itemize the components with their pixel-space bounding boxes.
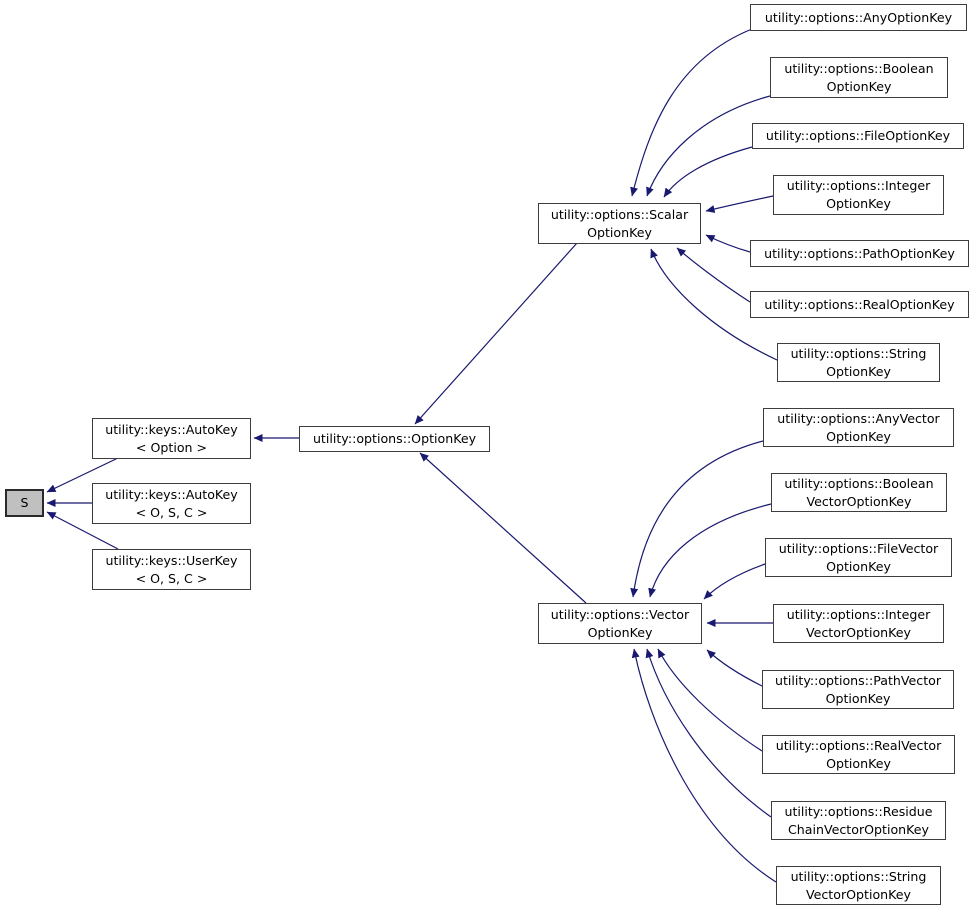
node-label: utility::options::FileVector: [778, 540, 939, 556]
node-label-2: OptionKey: [826, 755, 891, 771]
node-label-2: < O, S, C >: [135, 504, 208, 520]
node-label-2: < O, S, C >: [135, 570, 208, 586]
node-label-2: OptionKey: [826, 428, 891, 444]
node-label: utility::options::Vector: [550, 606, 690, 622]
node-userkey-osc[interactable]: utility::keys::UserKey < O, S, C >: [92, 549, 251, 590]
node-label-2: < Option >: [135, 439, 208, 455]
node-label-2: OptionKey: [826, 78, 892, 94]
edge-any-to-scalar: [630, 28, 753, 197]
edge-vector-to-optionkey: [419, 452, 587, 604]
node-label: utility::options::Integer: [786, 606, 931, 622]
node-path-optionkey[interactable]: utility::options::PathOptionKey: [750, 240, 969, 267]
node-label-2: OptionKey: [587, 224, 652, 240]
node-string-optionkey[interactable]: utility::options::String OptionKey: [777, 343, 940, 382]
edge-string-to-scalar: [650, 248, 778, 361]
node-label: utility::keys::AutoKey: [105, 486, 238, 502]
node-integer-vector-optionkey[interactable]: utility::options::Integer VectorOptionKe…: [773, 604, 944, 643]
node-autokey-option[interactable]: utility::keys::AutoKey < Option >: [92, 418, 251, 459]
node-label: utility::options::PathVector: [774, 672, 942, 688]
node-label: utility::keys::AutoKey: [105, 421, 238, 437]
edge-residuechain-to-vector: [645, 648, 772, 818]
edge-scalar-to-optionkey: [414, 242, 578, 425]
node-label-2: VectorOptionKey: [806, 886, 911, 902]
node-label: utility::options::FileOptionKey: [765, 128, 951, 143]
node-label: utility::options::Residue: [784, 803, 933, 819]
edge-integer-to-scalar: [705, 195, 774, 213]
node-label: utility::options::AnyOptionKey: [764, 9, 953, 25]
node-file-optionkey[interactable]: utility::options::FileOptionKey: [752, 123, 964, 149]
node-path-vector-optionkey[interactable]: utility::options::PathVector OptionKey: [762, 670, 954, 709]
node-label: utility::options::RealVector: [775, 737, 942, 753]
node-optionkey[interactable]: utility::options::OptionKey: [299, 426, 490, 452]
node-residue-chain-vector-optionkey[interactable]: utility::options::Residue ChainVectorOpt…: [771, 801, 946, 840]
edge-pathvector-to-vector: [706, 649, 763, 687]
node-label: utility::options::String: [790, 868, 927, 884]
edge-booleanvector-to-vector: [648, 503, 772, 598]
node-vector-optionkey[interactable]: utility::options::Vector OptionKey: [538, 603, 702, 644]
node-label-2: OptionKey: [587, 624, 653, 640]
node-label-2: VectorOptionKey: [806, 493, 912, 509]
edge-stringvector-to-vector: [631, 648, 777, 883]
node-label-2: OptionKey: [826, 558, 891, 574]
edge-path-to-scalar: [705, 234, 751, 253]
node-label-2: OptionKey: [826, 363, 891, 379]
node-label: utility::options::Scalar: [550, 206, 689, 222]
edge-userkey-osc-to-s: [46, 511, 119, 550]
edge-file-to-scalar: [663, 146, 753, 198]
node-s: S: [5, 489, 44, 517]
node-label: utility::options::PathOptionKey: [764, 245, 955, 261]
node-any-vector-optionkey[interactable]: utility::options::AnyVector OptionKey: [763, 408, 954, 447]
node-label-2: OptionKey: [825, 690, 891, 706]
edge-realvector-to-vector: [657, 648, 763, 752]
node-label-2: ChainVectorOptionKey: [788, 821, 929, 837]
node-boolean-optionkey[interactable]: utility::options::Boolean OptionKey: [770, 57, 948, 98]
node-file-vector-optionkey[interactable]: utility::options::FileVector OptionKey: [765, 538, 952, 577]
node-label: utility::options::Boolean: [784, 60, 934, 76]
node-integer-optionkey[interactable]: utility::options::Integer OptionKey: [773, 175, 944, 215]
node-label: utility::keys::UserKey: [105, 552, 238, 568]
node-label-2: OptionKey: [826, 196, 891, 211]
node-label: utility::options::OptionKey: [312, 431, 477, 446]
node-label: utility::options::String: [790, 345, 927, 361]
node-autokey-osc[interactable]: utility::keys::AutoKey < O, S, C >: [92, 483, 251, 524]
edge-autokey-option-to-s: [46, 457, 119, 493]
edge-real-to-scalar: [676, 247, 751, 303]
edge-filevector-to-vector: [703, 563, 766, 600]
node-label: utility::options::RealOptionKey: [764, 296, 955, 312]
node-scalar-optionkey[interactable]: utility::options::Scalar OptionKey: [538, 203, 701, 244]
node-label: utility::options::Integer: [786, 178, 931, 193]
node-label-2: VectorOptionKey: [806, 624, 911, 640]
node-any-optionkey[interactable]: utility::options::AnyOptionKey: [750, 4, 967, 31]
edge-anyvector-to-vector: [630, 440, 764, 598]
node-real-vector-optionkey[interactable]: utility::options::RealVector OptionKey: [762, 735, 955, 774]
node-boolean-vector-optionkey[interactable]: utility::options::Boolean VectorOptionKe…: [771, 473, 947, 512]
node-label: utility::options::Boolean: [784, 475, 934, 491]
edge-boolean-to-scalar: [646, 95, 771, 197]
node-label: S: [20, 495, 29, 510]
node-string-vector-optionkey[interactable]: utility::options::String VectorOptionKey: [776, 866, 941, 905]
node-real-optionkey[interactable]: utility::options::RealOptionKey: [750, 291, 969, 318]
node-label: utility::options::AnyVector: [777, 410, 940, 426]
